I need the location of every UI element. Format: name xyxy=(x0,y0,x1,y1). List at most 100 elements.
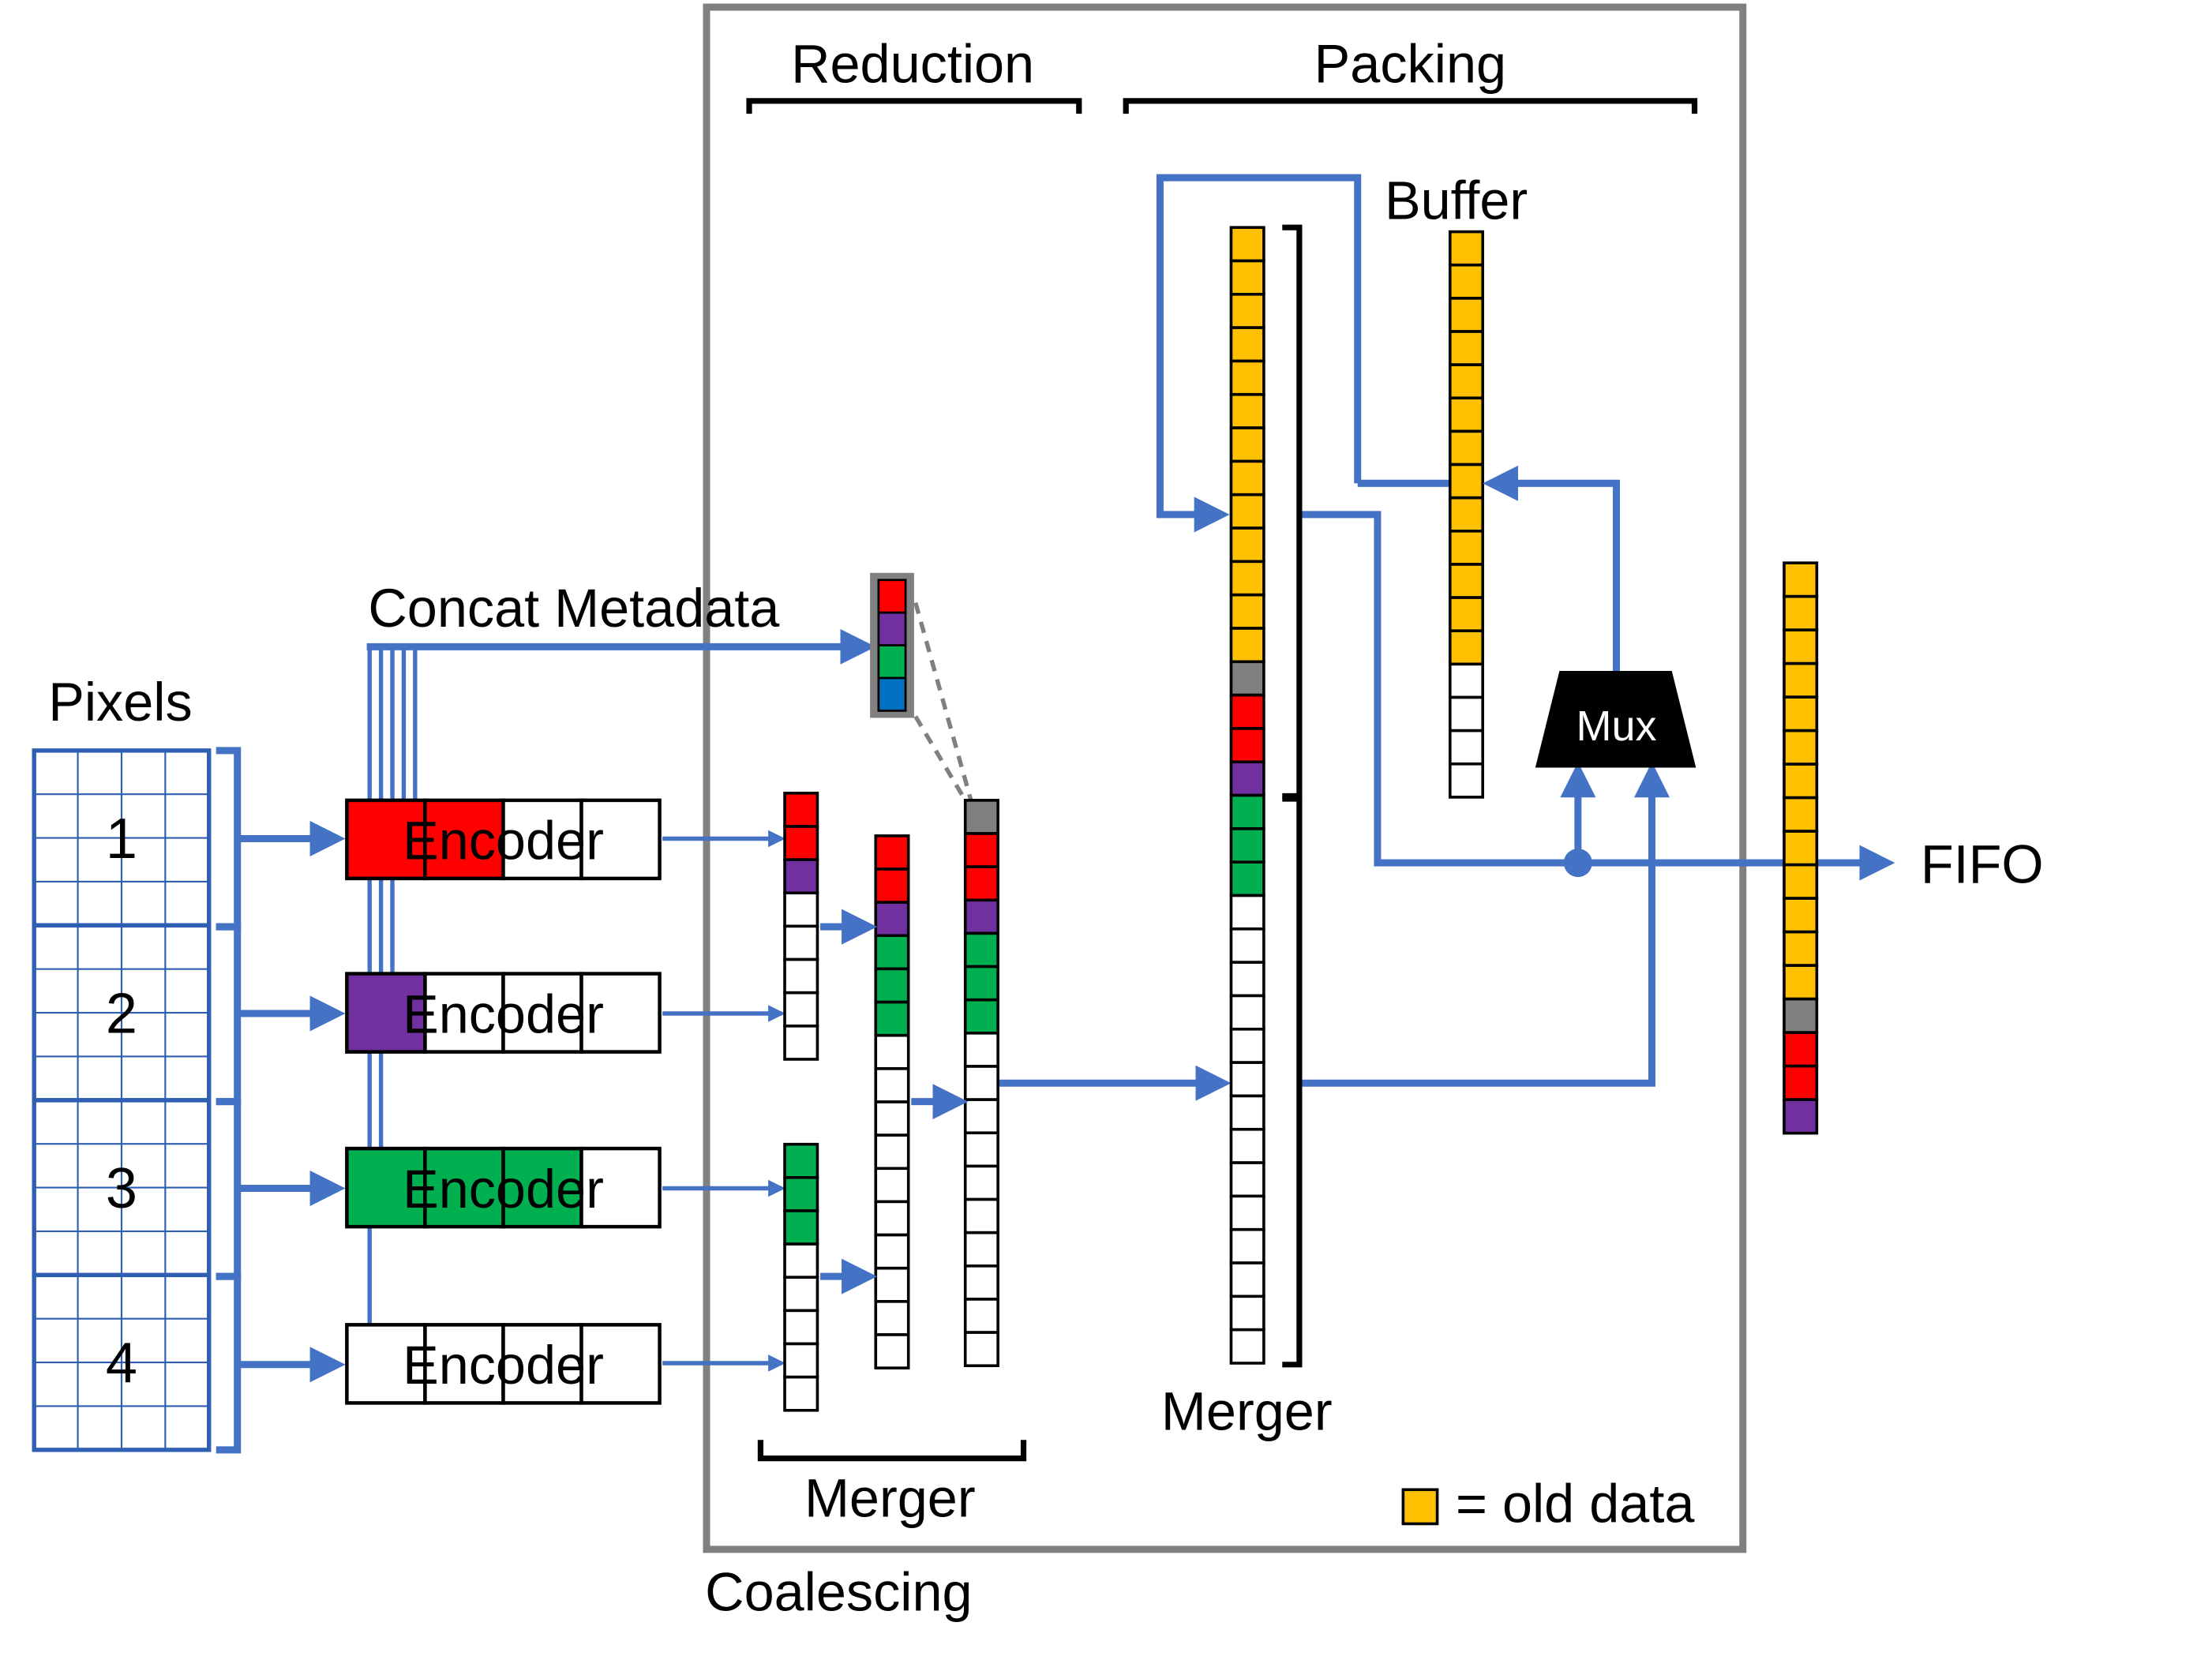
data-cell xyxy=(963,1298,999,1334)
data-cell xyxy=(963,898,999,935)
mux-label: Mux xyxy=(1576,702,1656,750)
merger3-column xyxy=(963,799,999,1368)
legend-swatch xyxy=(1401,1488,1439,1526)
data-cell xyxy=(963,998,999,1035)
encoder: Encoder xyxy=(345,1146,662,1229)
pixel-braces xyxy=(216,747,242,1454)
data-cell xyxy=(1448,729,1485,766)
upper-merger-output xyxy=(1302,511,1895,881)
packing-merger-bracket-bottom xyxy=(1282,796,1303,1368)
buffer-label: Buffer xyxy=(1385,170,1528,230)
data-cell xyxy=(1229,660,1265,697)
data-cell xyxy=(874,1167,910,1204)
data-cell xyxy=(1229,493,1265,530)
data-cell xyxy=(1229,1094,1265,1131)
pixel-block: 4 xyxy=(32,1272,212,1452)
data-cell xyxy=(963,931,999,968)
encoder: Encoder xyxy=(345,972,662,1054)
data-cell xyxy=(783,1142,819,1179)
data-cell xyxy=(874,1133,910,1171)
data-cell xyxy=(1229,326,1265,363)
data-cell xyxy=(874,1033,910,1070)
data-cell xyxy=(963,865,999,902)
data-cell xyxy=(1229,1227,1265,1264)
data-cell xyxy=(963,1264,999,1301)
data-cell xyxy=(1783,729,1819,766)
coalescing-frame xyxy=(703,3,1747,1553)
data-cell xyxy=(1448,530,1485,566)
data-cell xyxy=(963,832,999,868)
data-cell xyxy=(874,1100,910,1137)
data-cell xyxy=(874,1266,910,1303)
data-cell xyxy=(1783,762,1819,800)
data-cell xyxy=(1229,894,1265,931)
metadata-dash-1 xyxy=(913,601,973,801)
data-cell xyxy=(874,1300,910,1336)
data-cell xyxy=(1229,1261,1265,1298)
data-cell xyxy=(1783,997,1819,1034)
data-cell xyxy=(783,1375,819,1412)
data-cell xyxy=(783,991,819,1028)
data-cell xyxy=(1448,496,1485,533)
data-cell xyxy=(1783,628,1819,665)
data-cell xyxy=(783,891,819,928)
merger-left-label: Merger xyxy=(804,1468,976,1528)
data-cell xyxy=(1229,392,1265,429)
data-cell xyxy=(1448,230,1485,267)
reduction-bracket xyxy=(746,98,1082,114)
data-cell xyxy=(1783,863,1819,900)
packing-label: Packing xyxy=(1314,34,1506,94)
data-cell xyxy=(1229,927,1265,964)
data-cell xyxy=(1448,363,1485,400)
data-cell xyxy=(1448,263,1485,300)
data-cell xyxy=(874,1333,910,1369)
data-cell xyxy=(1783,561,1819,598)
encoder-label: Encoder xyxy=(403,811,604,871)
data-cell xyxy=(874,934,910,971)
data-cell xyxy=(1229,593,1265,630)
data-cell xyxy=(874,867,910,904)
encoder-label: Encoder xyxy=(403,1336,604,1396)
concat-metadata-label: Concat Metadata xyxy=(368,579,780,639)
data-cell xyxy=(1448,563,1485,599)
data-cell xyxy=(1783,594,1819,631)
data-cell xyxy=(783,1309,819,1346)
data-cell xyxy=(1229,693,1265,730)
data-cell xyxy=(1229,293,1265,329)
data-cell xyxy=(1229,426,1265,463)
data-cell xyxy=(963,1131,999,1168)
pixels-label: Pixels xyxy=(48,673,192,732)
data-cell xyxy=(1448,629,1485,666)
data-cell xyxy=(1229,860,1265,897)
data-cell xyxy=(1229,827,1265,864)
data-cell xyxy=(1783,695,1819,732)
data-cell xyxy=(1229,727,1265,764)
data-cell xyxy=(1229,1294,1265,1332)
data-cell xyxy=(1229,994,1265,1031)
data-cell xyxy=(1783,830,1819,867)
encoder-label: Encoder xyxy=(403,984,604,1044)
data-cell xyxy=(783,792,819,828)
data-cell xyxy=(1229,259,1265,296)
data-cell xyxy=(1229,1061,1265,1098)
data-cell xyxy=(1448,330,1485,366)
pixel-block: 1 xyxy=(32,748,212,928)
data-cell xyxy=(1448,762,1485,799)
data-cell xyxy=(877,611,907,646)
pixel-block-label: 1 xyxy=(106,807,137,871)
data-cell xyxy=(783,825,819,861)
data-cell xyxy=(1229,961,1265,998)
data-cell xyxy=(1229,226,1265,263)
data-cell xyxy=(1229,1194,1265,1231)
data-cell xyxy=(1229,1127,1265,1164)
data-cell xyxy=(874,967,910,1004)
encoder-to-merger-arrows xyxy=(662,830,785,1372)
merger-left-bracket xyxy=(757,1440,1027,1462)
data-cell xyxy=(1783,1064,1819,1101)
data-cell xyxy=(1229,560,1265,597)
data-cell xyxy=(783,1342,819,1379)
data-cell xyxy=(783,1209,819,1246)
buffer-feedback-arrow xyxy=(1156,174,1362,533)
encoder: Encoder xyxy=(345,798,662,881)
